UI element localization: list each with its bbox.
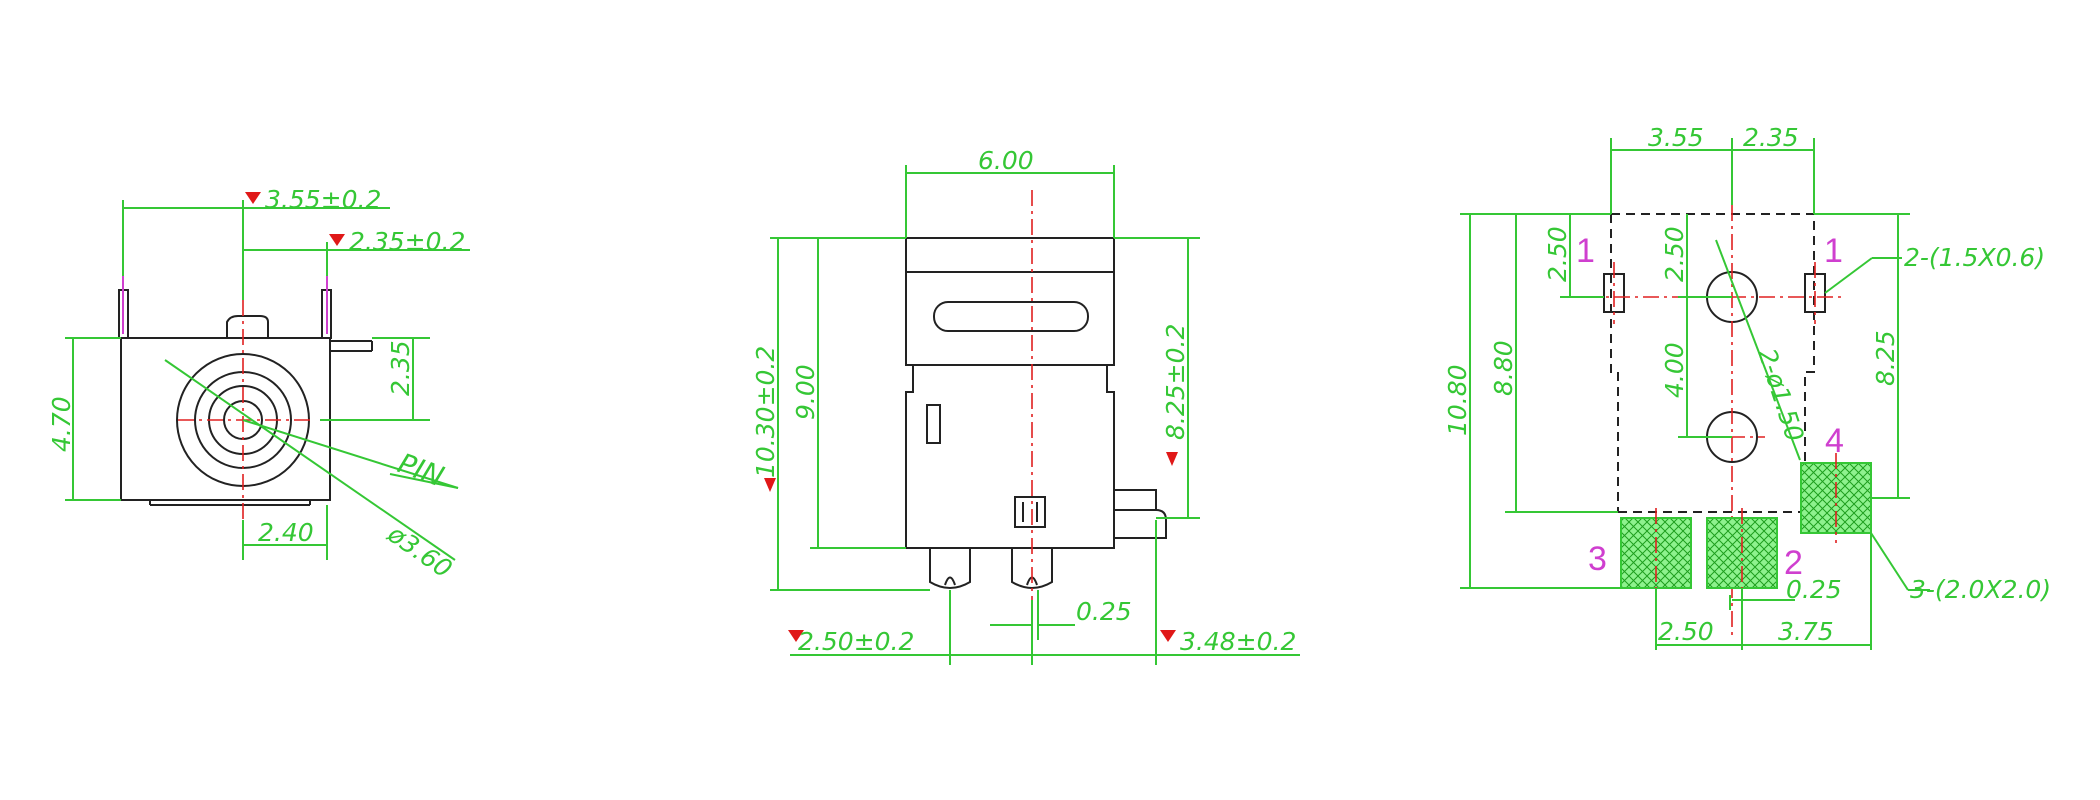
front-view-body — [118, 276, 373, 520]
pin-label-1-right: 1 — [1824, 232, 1843, 270]
fp-note-pads: 3-(2.0X2.0) — [1910, 575, 2051, 604]
side-view-body — [905, 190, 1167, 600]
side-view: 6.00 10.30±0.2 9.00 8.25±0.2 0.25 2.50±0… — [751, 146, 1300, 665]
footprint-view: 3.55 2.35 2.50 2.50 4.00 8.80 10.80 8.25… — [1443, 123, 2051, 650]
pin-label-4: 4 — [1825, 422, 1844, 460]
fp-dim-4-00: 4.00 — [1660, 342, 1689, 398]
front-dim-diameter-3-60: ø3.60 — [382, 519, 458, 584]
side-dim-9-00: 9.00 — [791, 364, 820, 420]
front-dim-4-70: 4.70 — [47, 396, 76, 452]
pin-label-2: 2 — [1784, 544, 1803, 582]
fp-dim-3-55: 3.55 — [1648, 123, 1704, 152]
side-dim-6-00: 6.00 — [978, 146, 1034, 175]
fp-dim-hole-diameter: 2-ø1.50 — [1752, 345, 1809, 445]
pin-label-3: 3 — [1588, 540, 1607, 578]
side-dim-8-25: 8.25±0.2 — [1161, 324, 1190, 440]
fp-dim-8-25: 8.25 — [1871, 330, 1900, 386]
front-dim-2-35: 2.35±0.2 — [349, 227, 465, 256]
footprint-outline — [1585, 205, 1845, 640]
side-dim-0-25: 0.25 — [1076, 597, 1132, 626]
fp-dim-3-75: 3.75 — [1778, 617, 1834, 646]
front-dim-3-55: 3.55±0.2 — [265, 185, 381, 214]
fp-dim-2-35: 2.35 — [1743, 123, 1799, 152]
fp-dim-10-80: 10.80 — [1443, 364, 1472, 436]
fp-dim-2-50-center: 2.50 — [1660, 226, 1689, 282]
fp-dim-2-50-left: 2.50 — [1543, 226, 1572, 282]
side-dim-2-50: 2.50±0.2 — [798, 627, 914, 656]
front-dim-2-35-vertical: 2.35 — [386, 340, 415, 396]
front-label-pin: PIN — [394, 447, 449, 494]
fp-dim-0-25: 0.25 — [1786, 575, 1842, 604]
side-dim-10-30: 10.30±0.2 — [751, 346, 780, 478]
side-view-dimensions — [770, 165, 1300, 665]
side-dim-3-48: 3.48±0.2 — [1180, 627, 1296, 656]
pin-label-1-left: 1 — [1576, 232, 1595, 270]
front-view: 3.55±0.2 2.35±0.2 4.70 2.35 2.40 ø3.60 P… — [47, 185, 470, 584]
fp-note-slots: 2-(1.5X0.6) — [1904, 243, 2045, 272]
footprint-dimensions — [1460, 138, 1930, 650]
fp-dim-8-80: 8.80 — [1489, 340, 1518, 396]
front-view-dimensions — [65, 200, 470, 561]
front-dim-2-40: 2.40 — [258, 518, 314, 547]
fp-dim-2-50-bottom: 2.50 — [1658, 617, 1714, 646]
